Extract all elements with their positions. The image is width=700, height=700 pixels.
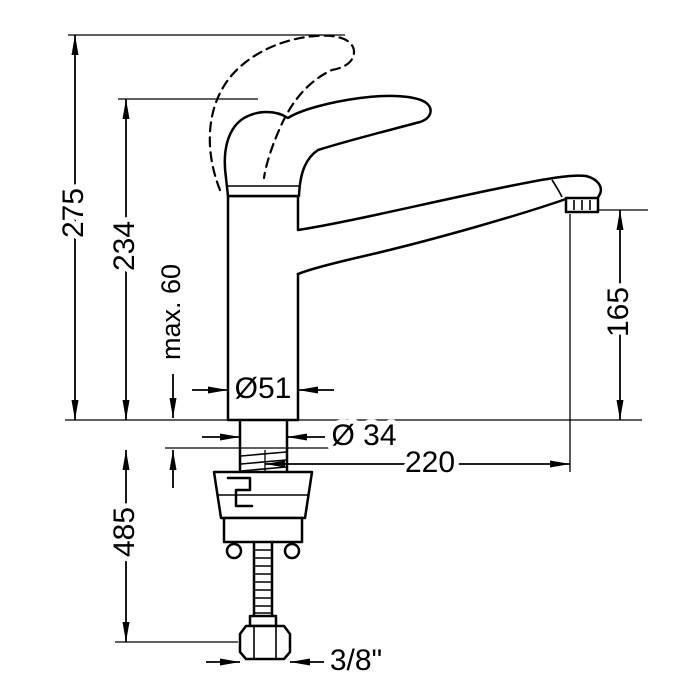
dim-label-outlet-height: 165 [602,287,635,337]
dim-outlet-height: 165 [597,210,640,420]
dim-label-body-diameter: Ø51 [235,372,292,405]
dim-body-diameter: Ø51 [192,367,334,410]
dim-label-overall-height: 275 [57,188,90,238]
dim-connection-size: 3/8" [206,639,387,682]
dim-label-connection-size: 3/8" [330,644,382,677]
dim-handle-height: 234 [103,99,146,420]
lever-handle [223,94,432,198]
faucet-body [226,194,300,422]
dim-below-counter-length: 485 [103,450,146,642]
mounting-screw-left [225,542,243,560]
faucet-figure [65,34,642,661]
dim-label-max-counter-thickness: max. 60 [156,264,186,360]
mounting-bracket [226,476,254,508]
dim-label-below-counter-length: 485 [108,507,141,557]
dim-overall-height: 275 [52,35,95,420]
spout-fill [294,175,601,274]
lever-handle-raised-dashed [208,34,356,192]
dim-label-spout-reach: 220 [405,446,455,479]
clamping-nut [222,516,304,560]
supply-hose [252,540,274,618]
dim-label-handle-height: 234 [108,221,141,271]
spout [296,174,603,276]
aerator [564,196,600,214]
mounting-screw-right [283,542,301,560]
dim-shank-diameter: Ø 34 [202,414,402,457]
spout-endcap-seam [551,179,563,198]
dim-label-shank-diameter: Ø 34 [331,419,396,452]
mounting-flange [212,470,314,520]
dim-spout-reach: 220 [265,441,570,484]
dim-max-counter-thickness: max. 60 [151,259,191,488]
dimension-annotations: 275 234 max. 60 485 165 Ø51 [52,34,648,682]
hose-connector-nut [238,614,292,661]
